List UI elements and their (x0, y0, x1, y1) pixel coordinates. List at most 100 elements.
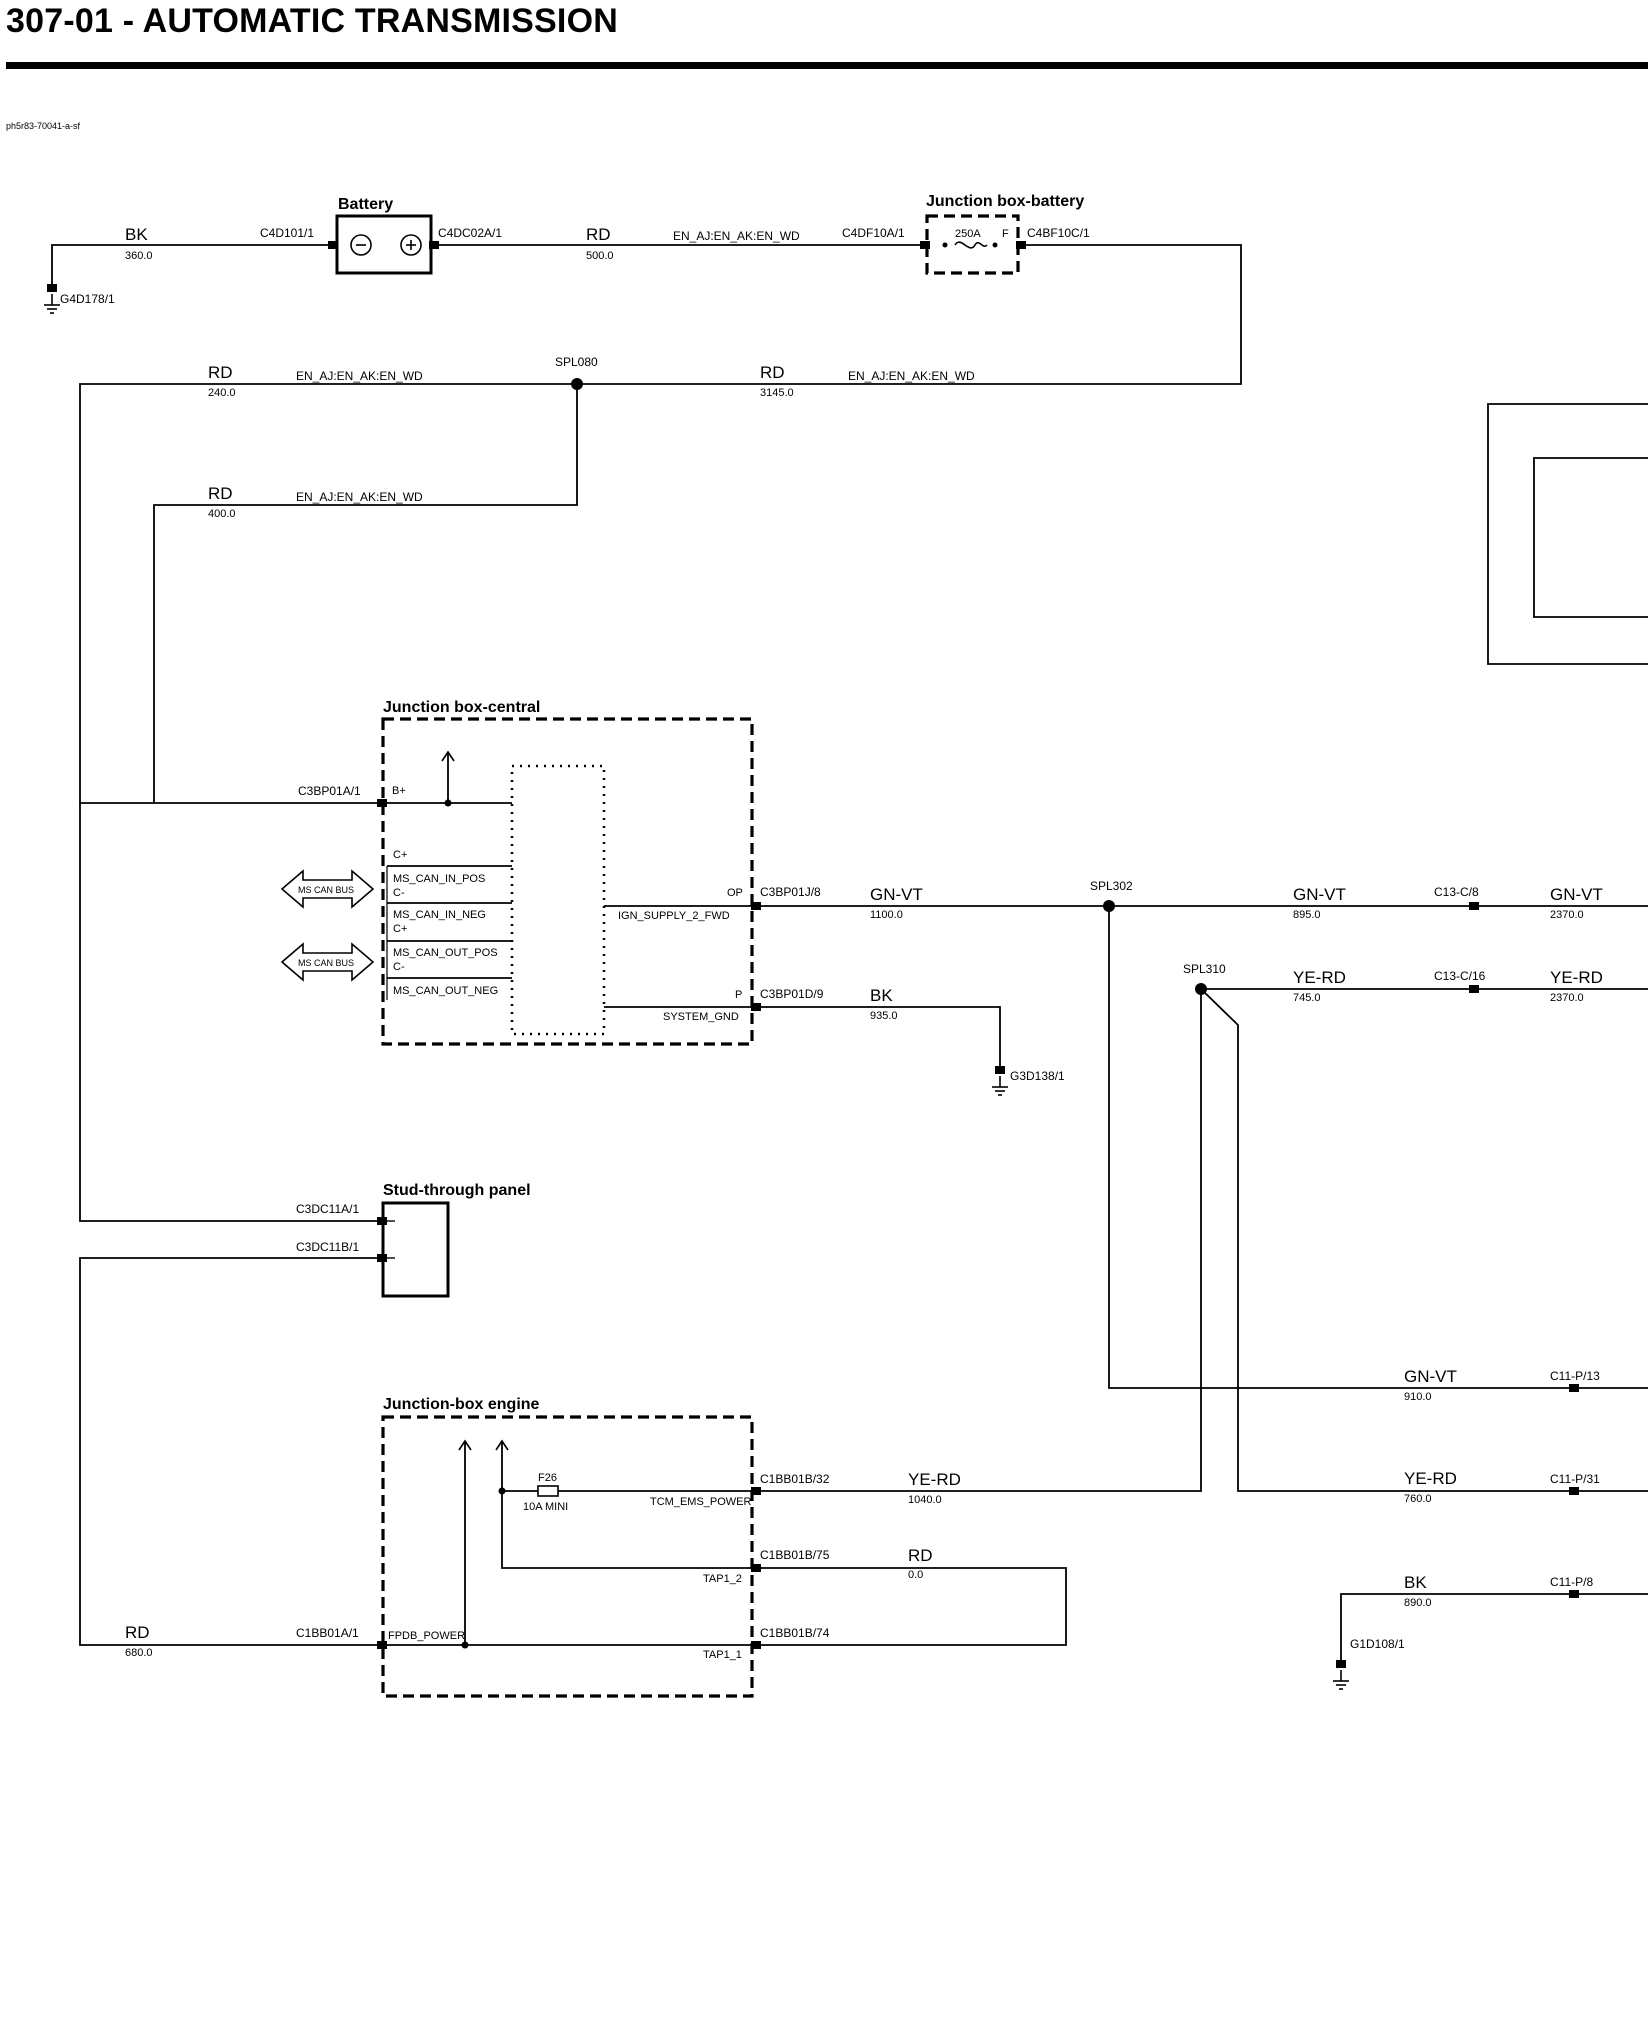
main-fuse-rating: 250A (955, 228, 981, 240)
pin-label: C- (393, 961, 405, 973)
wire-length-label: 890.0 (1404, 1597, 1432, 1609)
pin-label: OP (727, 887, 743, 899)
ground-label: G3D138/1 (1010, 1069, 1065, 1083)
wire-length-label: 745.0 (1293, 992, 1321, 1004)
wire-color-label: RD (125, 1623, 150, 1642)
connector-pin (920, 241, 930, 249)
pin-label: MS_CAN_IN_NEG (393, 909, 486, 921)
splice-label: SPL080 (555, 355, 598, 369)
pin-label: TAP1_1 (703, 1649, 742, 1661)
jb-central-box (381, 717, 754, 1046)
wire-length-label: 400.0 (208, 508, 236, 520)
ground-label: G1D108/1 (1350, 1637, 1405, 1651)
main-fuse-pin: F (1002, 228, 1009, 240)
connector-pin (1469, 902, 1479, 910)
ground-circuit-central: C3BP01D/9 BK 935.0 G3D138/1 (751, 986, 1065, 1096)
up-arrow-icon (441, 750, 455, 762)
connector-label: C11-P/8 (1550, 1575, 1593, 1589)
wire-code-label: EN_AJ:EN_AK:EN_WD (673, 229, 800, 243)
wire-color-label: YE-RD (1293, 968, 1346, 987)
wire-length-label: 0.0 (908, 1569, 923, 1581)
connector-pin (1569, 1384, 1579, 1392)
wire-length-label: 2370.0 (1550, 909, 1584, 921)
connector-pin (377, 799, 387, 807)
wire-length-label: 1040.0 (908, 1494, 942, 1506)
up-arrow-icon (458, 1439, 472, 1451)
jb-engine-outputs: C1BB01B/32 YE-RD 1040.0 C1BB01B/75 RD 0.… (751, 1470, 1067, 1649)
pin-label: MS_CAN_IN_POS (393, 873, 485, 885)
ign-supply-circuit: C3BP01J/8 GN-VT 1100.0 SPL302 GN-VT 895.… (751, 879, 1648, 1403)
jb-central-module (510, 764, 606, 1036)
connector-label: C4DC02A/1 (438, 226, 502, 240)
fuse-f26-icon (537, 1485, 559, 1497)
battery-title: Battery (338, 196, 393, 213)
connector-label: C11-P/13 (1550, 1369, 1600, 1383)
battery-minus-icon (350, 234, 372, 256)
wire-length-label: 935.0 (870, 1010, 898, 1022)
bus-label: MS CAN BUS (298, 885, 354, 895)
stud-through-panel: Stud-through panel C3DC11A/1 C3DC11B/1 (296, 1182, 531, 1298)
wire-color-label: GN-VT (1404, 1367, 1457, 1386)
wire-color-label: GN-VT (1293, 885, 1346, 904)
main-fuse-icon (954, 241, 988, 249)
battery-plus-icon (400, 234, 422, 256)
wire-length-label: 2370.0 (1550, 992, 1584, 1004)
connector-pin (751, 1564, 761, 1572)
connector-label: C13-C/8 (1434, 885, 1479, 899)
jb-engine-title: Junction-box engine (383, 1396, 540, 1413)
splice-spl080 (571, 378, 583, 390)
ground-connector (1336, 1660, 1346, 1668)
connector-pin (751, 1487, 761, 1495)
connector-label: C1BB01B/32 (760, 1472, 830, 1486)
stud-panel-box (381, 1201, 450, 1298)
connector-pin (751, 1003, 761, 1011)
battery-neg-terminal (328, 241, 338, 249)
jb-engine-box (381, 1415, 754, 1698)
bus-label: MS CAN BUS (298, 958, 354, 968)
wire-length-label: 3145.0 (760, 387, 794, 399)
connector-pin (1569, 1487, 1579, 1495)
battery-circuit: BK 360.0 G4D178/1 C4D101/1 Battery C4DC0… (43, 193, 1242, 1646)
wire-color-label: YE-RD (1404, 1469, 1457, 1488)
connector-label: C1BB01B/75 (760, 1548, 830, 1562)
pin-label: MS_CAN_OUT_POS (393, 947, 498, 959)
wire-color-label: RD (908, 1546, 933, 1565)
fuse-name: F26 (538, 1472, 557, 1484)
battery-pos-terminal (429, 241, 439, 249)
junction-box-central: Junction box-central C3BP01A/1 B+ C+ MS_… (280, 699, 754, 1046)
connector-label: C3BP01J/8 (760, 885, 821, 899)
connector-label: C13-C/16 (1434, 969, 1486, 983)
offpage-component (1487, 403, 1648, 665)
wire-color-label: YE-RD (1550, 968, 1603, 987)
pin-label: C+ (393, 923, 407, 935)
tcm-power-circuit: SPL310 YE-RD 745.0 C13-C/16 YE-RD 2370.0… (761, 962, 1648, 1505)
page-title: 307-01 - AUTOMATIC TRANSMISSION (6, 2, 618, 40)
ground-circuit-c11: BK 890.0 C11-P/8 G1D108/1 (1332, 1573, 1648, 1690)
jb-battery-title: Junction box-battery (926, 193, 1084, 210)
diagram-id: ph5r83-70041-a-sf (6, 121, 81, 131)
wire-color-label: BK (125, 225, 148, 244)
connector-pin (1469, 985, 1479, 993)
pin-label: IGN_SUPPLY_2_FWD (618, 910, 730, 922)
title-rule (6, 62, 1648, 69)
wire-color-label: RD (586, 225, 611, 244)
ms-can-bus-arrow: MS CAN BUS (280, 942, 375, 982)
wire-code-label: EN_AJ:EN_AK:EN_WD (296, 369, 423, 383)
fuse-rating: 10A MINI (523, 1501, 568, 1513)
up-arrow-icon (495, 1439, 509, 1451)
pin-label: FPDB_POWER (388, 1630, 465, 1642)
connector-pin (377, 1641, 387, 1649)
connector-label: C4DF10A/1 (842, 226, 905, 240)
connector-label: C3DC11A/1 (296, 1202, 359, 1216)
stud-panel-title: Stud-through panel (383, 1182, 531, 1199)
pin-label: TAP1_2 (703, 1573, 742, 1585)
wire-length-label: 500.0 (586, 250, 614, 262)
jb-central-title: Junction box-central (383, 699, 540, 716)
connector-label: C3BP01A/1 (298, 784, 361, 798)
ground-connector (995, 1066, 1005, 1074)
pin-label: MS_CAN_OUT_NEG (393, 985, 498, 997)
wire-length-label: 680.0 (125, 1647, 153, 1659)
connector-label: C3DC11B/1 (296, 1240, 359, 1254)
connector-pin (1016, 241, 1026, 249)
wire-length-label: 895.0 (1293, 909, 1321, 921)
